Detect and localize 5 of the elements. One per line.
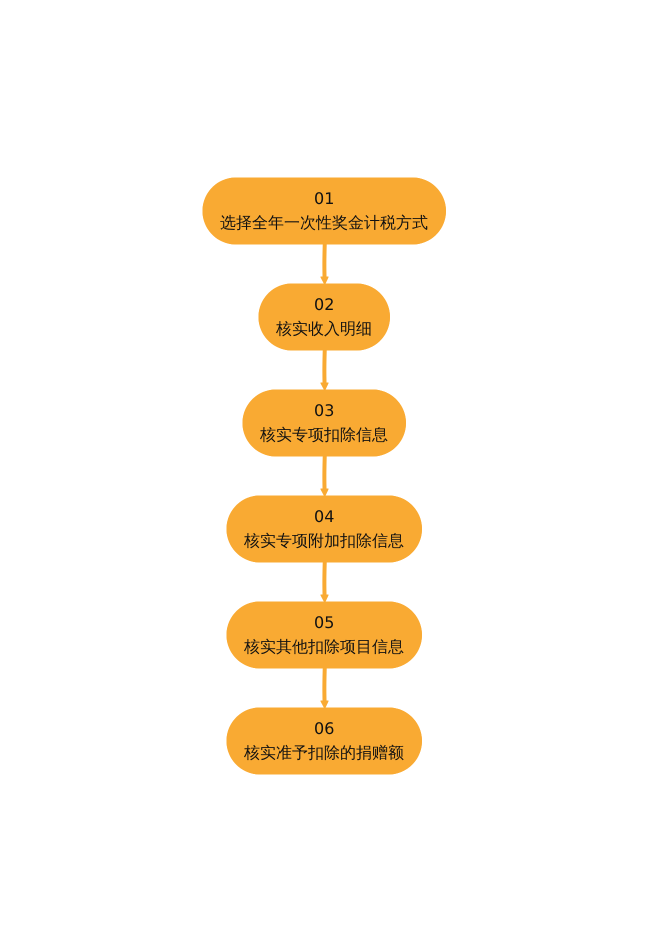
arrow <box>320 668 329 709</box>
arrow <box>320 350 329 391</box>
arrow <box>320 244 329 285</box>
arrow <box>320 562 329 603</box>
arrow <box>320 456 329 497</box>
